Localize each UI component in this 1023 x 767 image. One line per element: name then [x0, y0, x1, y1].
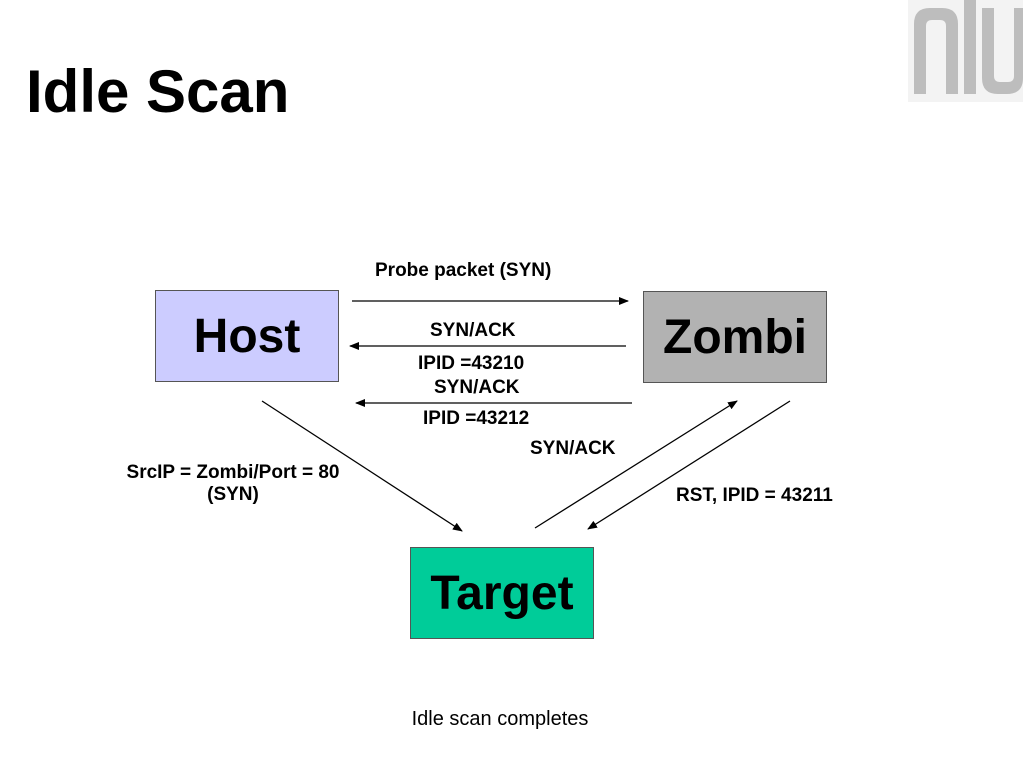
arrow-synack-target-to-zombi — [534, 400, 738, 529]
synack-label-2: SYN/ACK — [434, 377, 520, 398]
nlu-logo-icon — [908, 0, 1023, 102]
host-node-label: Host — [193, 309, 301, 363]
spoofed-syn-label-line2: (SYN) — [207, 483, 259, 505]
probe-packet-label: Probe packet (SYN) — [375, 260, 552, 281]
slide-caption: Idle scan completes — [411, 708, 589, 730]
nlu-logo-graphic — [914, 0, 1023, 94]
target-node: Target — [410, 547, 594, 639]
spoofed-syn-label-line1: SrcIP = Zombi/Port = 80 — [126, 462, 340, 483]
zombi-node: Zombi — [643, 291, 827, 383]
slide-title: Idle Scan — [26, 58, 290, 125]
ipid-label-2: IPID =43212 — [423, 408, 530, 429]
arrow-rst-zombi-to-target — [587, 400, 791, 530]
spoofed-syn-label: SrcIP = Zombi/Port = 80 (SYN) — [103, 462, 363, 506]
target-node-label: Target — [430, 566, 574, 620]
zombi-node-label: Zombi — [663, 310, 807, 364]
arrow-spoofed-syn-host-to-target — [261, 400, 463, 532]
rst-ipid-label: RST, IPID = 43211 — [676, 485, 833, 506]
synack-label-1: SYN/ACK — [430, 320, 516, 341]
ipid-label-1: IPID =43210 — [418, 353, 525, 374]
host-node: Host — [155, 290, 339, 382]
target-synack-label: SYN/ACK — [530, 438, 616, 459]
